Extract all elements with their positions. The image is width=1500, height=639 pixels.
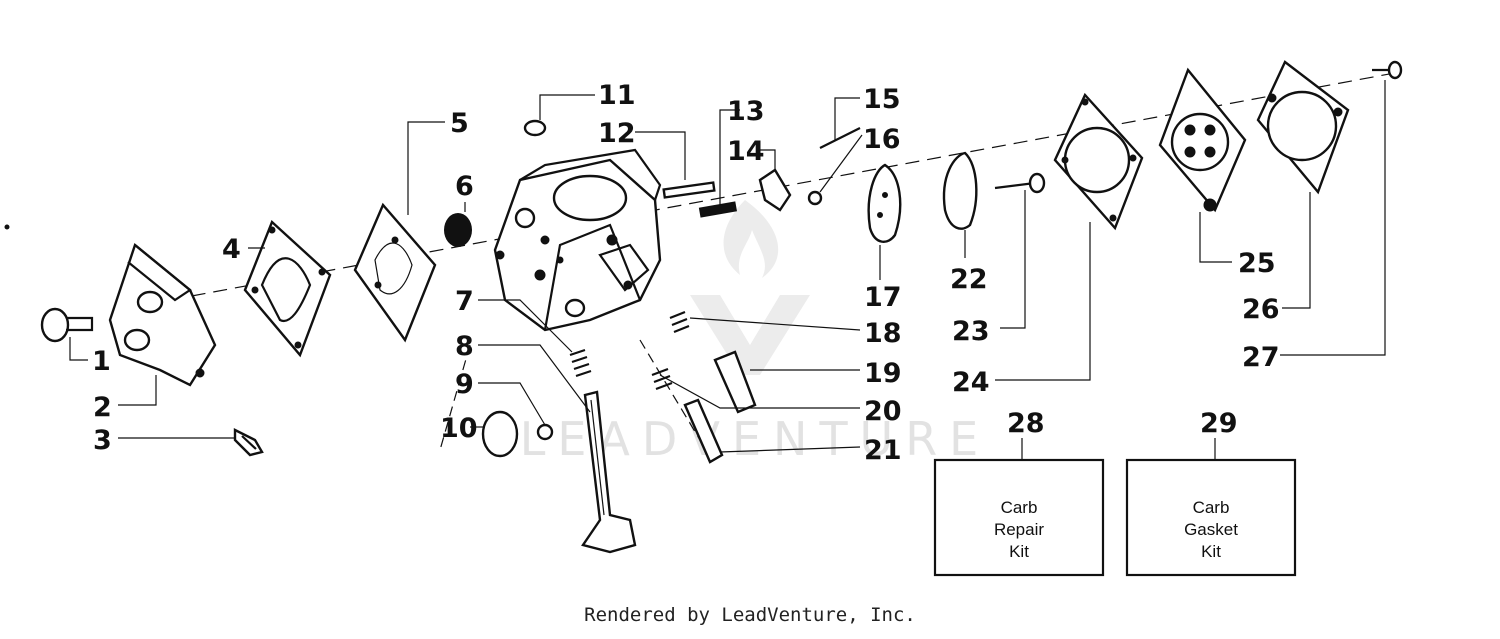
part-3-screw	[233, 428, 264, 457]
callout-23: 23	[952, 316, 990, 347]
callout-17: 17	[864, 282, 902, 313]
footer-credit: Rendered by LeadVenture, Inc.	[584, 604, 916, 626]
kit-28-line-3: Kit	[1009, 542, 1029, 561]
callout-28: 28	[1007, 408, 1045, 439]
part-4-gasket	[243, 219, 332, 358]
callout-11: 11	[598, 80, 636, 111]
callout-3: 3	[93, 425, 112, 456]
kit-29-line-2: Gasket	[1184, 520, 1238, 539]
callout-2: 2	[93, 392, 112, 423]
callout-29: 29	[1200, 408, 1238, 439]
callout-numbers: 1 2 3 4 5 6 7 8 9 10 11 12 13 14 15 16 1…	[92, 80, 1280, 466]
watermark-flame-icon	[723, 200, 779, 278]
part-9-screw	[536, 423, 554, 441]
watermark-v-icon	[690, 295, 810, 375]
part-21-needle	[683, 398, 724, 464]
kit-29-box: Carb Gasket Kit	[1125, 458, 1297, 577]
callout-26: 26	[1242, 294, 1280, 325]
callout-1: 1	[92, 346, 111, 377]
part-15-pin	[819, 127, 861, 149]
part-8-lever	[581, 390, 637, 554]
callout-15: 15	[863, 84, 901, 115]
callout-27: 27	[1242, 342, 1280, 373]
part-26-cover	[1256, 60, 1350, 195]
part-22-plate	[942, 151, 978, 230]
callout-7: 7	[455, 286, 474, 317]
callout-18: 18	[864, 318, 902, 349]
part-2-pump-cover	[108, 242, 217, 387]
callout-6: 6	[455, 171, 474, 202]
part-17-plate	[867, 163, 902, 243]
kit-29-line-1: Carb	[1193, 498, 1230, 517]
callout-22: 22	[950, 264, 988, 295]
part-24-gasket	[1053, 92, 1144, 231]
part-16-screw	[807, 190, 823, 206]
callout-9: 9	[455, 369, 474, 400]
stray-mark	[4, 224, 10, 230]
part-7-spring	[569, 348, 592, 378]
part-20-spring	[651, 367, 673, 391]
callout-14: 14	[727, 136, 765, 167]
part-5-diaphragm	[353, 202, 437, 343]
part-6-filter	[444, 213, 472, 247]
part-14-lever	[758, 168, 792, 212]
callout-16: 16	[863, 124, 901, 155]
callout-4: 4	[222, 234, 241, 265]
callout-8: 8	[455, 331, 474, 362]
part-18-spring	[669, 310, 690, 334]
kit-28-line-2: Repair	[994, 520, 1044, 539]
callout-12: 12	[598, 118, 636, 149]
callout-21: 21	[864, 435, 902, 466]
part-23-screw	[994, 172, 1046, 194]
callout-13: 13	[727, 96, 765, 127]
part-27-screw	[1372, 60, 1403, 80]
kit-28-box: Carb Repair Kit	[933, 458, 1105, 577]
leader-lines	[69, 80, 1386, 460]
part-10-plug	[481, 410, 519, 458]
kit-29-line-3: Kit	[1201, 542, 1221, 561]
part-1-screw	[40, 307, 94, 343]
callout-25: 25	[1238, 248, 1276, 279]
part-11-plug	[523, 119, 547, 137]
part-13-spring	[698, 201, 738, 218]
part-19-needle	[713, 350, 757, 414]
callout-20: 20	[864, 396, 902, 427]
part-25-diaphragm	[1158, 67, 1247, 213]
callout-10: 10	[440, 413, 478, 444]
callout-5: 5	[450, 108, 469, 139]
callout-19: 19	[864, 358, 902, 389]
kit-28-line-1: Carb	[1001, 498, 1038, 517]
callout-24: 24	[952, 367, 990, 398]
part-12-shaft	[662, 181, 716, 199]
carburetor-body	[493, 148, 662, 332]
